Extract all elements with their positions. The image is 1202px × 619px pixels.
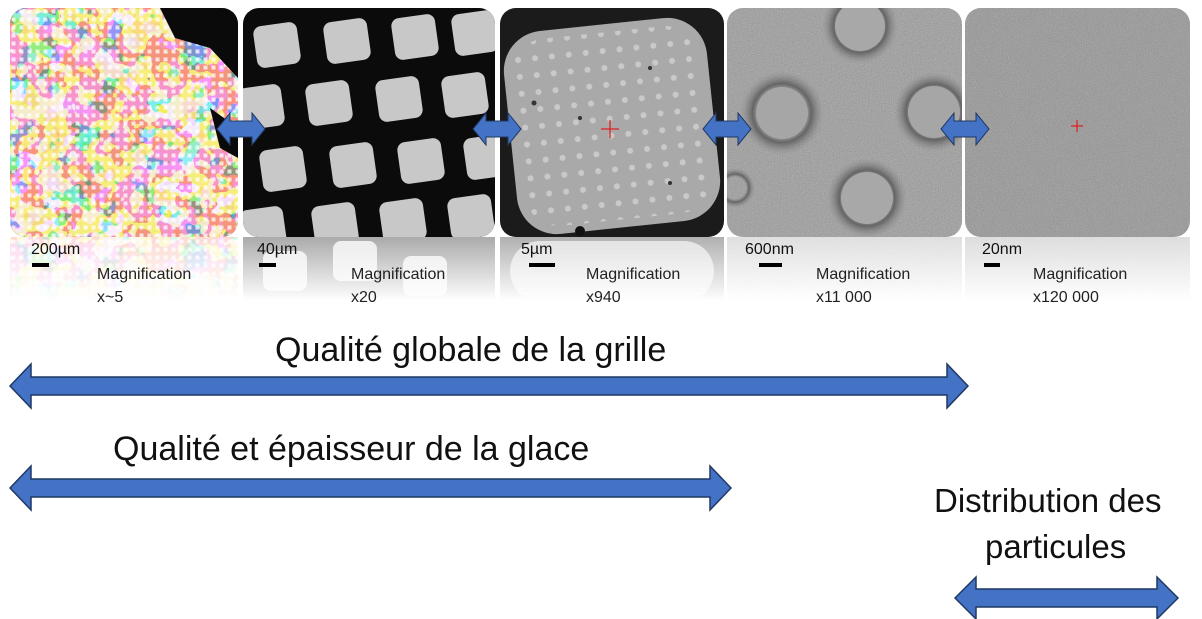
range-arrow-particles	[953, 575, 1180, 619]
scale-label: 20nm	[982, 241, 1023, 258]
panel-square-image	[500, 8, 724, 237]
grid-square	[441, 72, 489, 118]
reflection-grid-squares	[243, 237, 495, 301]
grid-square	[397, 138, 445, 184]
magnification-label: Magnification x120 000	[1033, 263, 1127, 309]
panel-holes-image	[727, 8, 962, 237]
magnification-value: x940	[586, 289, 621, 306]
scale-bar	[529, 263, 555, 267]
panel-atlas-image	[10, 8, 238, 237]
target-crosshair-icon	[1071, 120, 1083, 132]
reflection-particles	[965, 237, 1190, 301]
magnification-value: x~5	[97, 289, 124, 306]
grid-square	[243, 206, 287, 237]
target-crosshair-icon	[601, 120, 619, 138]
scale-label: 40µm	[257, 241, 298, 258]
grid-squares-image	[243, 8, 495, 237]
atlas-image	[10, 8, 238, 237]
ice-quality-label: Qualité et épaisseur de la glace	[113, 430, 590, 468]
magnification-label: Magnification x11 000	[816, 263, 910, 309]
particles-image	[965, 8, 1190, 237]
grid-square	[447, 194, 495, 237]
holes-image	[727, 8, 962, 237]
grid-square	[311, 202, 359, 237]
particles-label-line2: particules	[985, 528, 1127, 565]
grid-square	[243, 84, 285, 130]
scale-label: 200µm	[31, 241, 81, 258]
grid-quality-label: Qualité globale de la grille	[275, 331, 667, 369]
magnification-title: Magnification	[816, 266, 911, 283]
panel-particles-image	[965, 8, 1190, 237]
panel-grid-squares-image	[243, 8, 495, 237]
range-arrow-grid-quality	[8, 362, 970, 410]
scale-label: 600nm	[745, 241, 794, 258]
magnification-label: Magnification x20	[351, 263, 445, 309]
magnification-label: Magnification x~5	[97, 263, 191, 309]
square-image	[500, 8, 724, 237]
magnification-label: Magnification x940	[586, 263, 680, 309]
grid-square	[391, 14, 439, 60]
grid-square	[463, 134, 495, 180]
magnification-title: Magnification	[97, 266, 192, 283]
particles-label-line1: Distribution des	[934, 482, 1162, 519]
grid-square	[329, 142, 377, 188]
reflection-atlas	[10, 237, 238, 301]
magnification-value: x20	[351, 289, 377, 306]
grid-square	[253, 22, 301, 68]
grid-square	[451, 10, 495, 56]
scale-bar	[759, 263, 782, 267]
magnification-title: Magnification	[1033, 266, 1128, 283]
scale-label: 5µm	[521, 241, 553, 258]
range-arrow-ice-quality	[8, 464, 733, 512]
magnification-title: Magnification	[351, 266, 446, 283]
grid-square	[323, 18, 371, 64]
reflection-holes	[727, 237, 962, 301]
grid-square	[375, 76, 423, 122]
reflection-square	[500, 237, 724, 301]
grid-square	[379, 198, 427, 237]
grid-square	[259, 146, 307, 192]
grid-square	[305, 80, 353, 126]
magnification-title: Magnification	[586, 266, 681, 283]
scale-bar	[259, 263, 276, 267]
scale-bar	[32, 263, 49, 267]
magnification-value: x120 000	[1033, 289, 1099, 306]
magnification-value: x11 000	[816, 289, 872, 306]
scale-bar	[984, 263, 1000, 267]
